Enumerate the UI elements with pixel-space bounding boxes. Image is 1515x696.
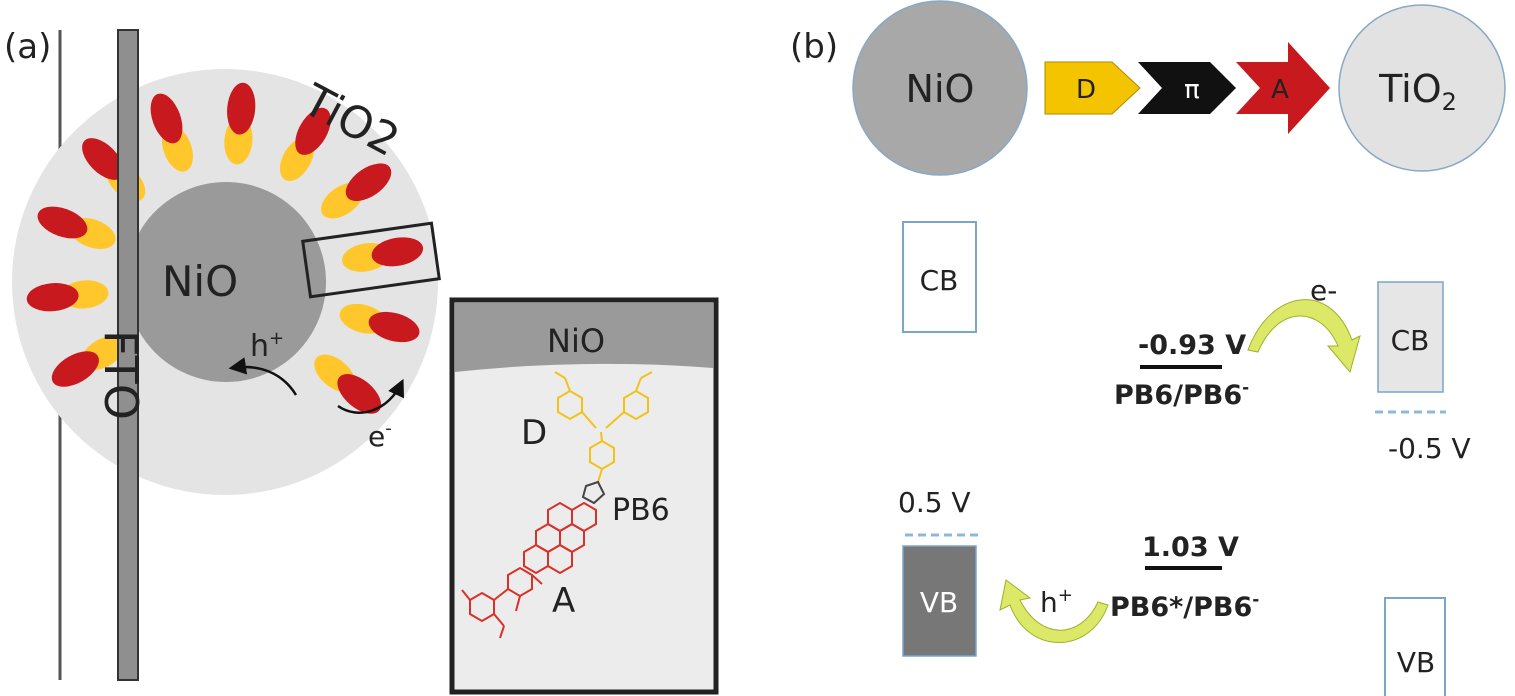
dye-acceptor-part — [227, 82, 256, 135]
hole-label: h+ — [250, 328, 284, 364]
nio-vb-box — [902, 545, 977, 657]
dye-molecule — [321, 163, 392, 219]
fto-label: FTO — [94, 330, 148, 420]
pi-arrow-label: π — [1184, 75, 1200, 105]
hole-transfer-label: h+ — [1040, 585, 1073, 619]
dye-molecule — [26, 280, 109, 312]
inset-nio-label: NiO — [547, 322, 605, 360]
panel-a: (a) FTO NiO TiO2 h+ e- NiO — [4, 27, 719, 695]
donor-arrow-label: D — [1076, 75, 1096, 105]
inset: NiO D PB6 — [449, 297, 719, 695]
dye-acceptor-part — [26, 283, 79, 312]
tio2-cb-label: CB — [1391, 324, 1430, 357]
dye-molecule — [339, 303, 420, 343]
ground-potential: -0.93 V — [1138, 330, 1246, 361]
dye-acceptor-part — [51, 351, 99, 387]
hole-transfer-arrow — [999, 579, 1109, 643]
nio-cb-label: CB — [920, 264, 959, 297]
pi-arrow — [1138, 62, 1236, 114]
dye-acceptor-part — [82, 138, 124, 180]
nio-sphere-label: NiO — [906, 67, 975, 111]
dye-molecule — [37, 206, 116, 249]
dye-acceptor-part — [37, 206, 88, 239]
dye-acceptor-part — [150, 93, 183, 144]
donor-structure — [554, 371, 653, 483]
dye-molecule — [224, 82, 256, 165]
donor-label: D — [521, 413, 547, 453]
inset-nio-band — [455, 303, 713, 372]
tio2-sphere — [1338, 4, 1506, 172]
highlight-box — [301, 221, 441, 299]
panel-a-label: (a) — [4, 27, 51, 67]
dye-acceptor-part — [295, 107, 331, 155]
panel-b: (b) NiO TiO2 D π A CB 0.5 V VB -0.93 V P… — [790, 0, 1506, 696]
tio2-vb-box — [1384, 597, 1446, 696]
tio2-sphere-label: TiO2 — [1378, 67, 1457, 116]
acceptor-arrow — [1236, 42, 1330, 134]
excited-couple: PB6*/PB6- — [1110, 590, 1259, 623]
ground-couple: PB6/PB6- — [1114, 378, 1249, 411]
nio-vb-label: VB — [920, 586, 958, 619]
panel-b-label: (b) — [790, 27, 838, 67]
dye-acceptor-part — [368, 311, 420, 343]
nio-cb-box — [902, 221, 977, 333]
dye-acceptor-part — [371, 237, 424, 267]
linker-structure — [581, 480, 606, 505]
electron-transfer-arrow — [1247, 299, 1361, 374]
nio-core — [126, 182, 326, 382]
tio2-vb-label: VB — [1397, 646, 1435, 679]
electron-transfer-label: e- — [1310, 274, 1337, 307]
dye-molecule — [314, 354, 382, 414]
nio-core-label: NiO — [162, 257, 238, 306]
excited-potential: 1.03 V — [1142, 532, 1239, 563]
fto-bar — [117, 29, 139, 681]
acceptor-structure — [461, 501, 597, 639]
electron-label: e- — [368, 418, 392, 453]
dye-molecule — [279, 107, 331, 181]
dye-molecules — [26, 82, 424, 414]
tio2-cb-box — [1377, 281, 1444, 393]
tio2-cb-level: -0.5 V — [1388, 432, 1471, 465]
dye-label: PB6 — [612, 493, 670, 528]
electron-arrow — [337, 378, 404, 414]
nio-vb-level: 0.5 V — [898, 486, 971, 519]
dye-molecule — [342, 237, 424, 272]
acceptor-label: A — [552, 581, 575, 621]
dye-molecule — [51, 335, 125, 387]
donor-arrow — [1044, 61, 1141, 115]
acceptor-arrow-label: A — [1271, 75, 1289, 105]
dye-acceptor-part — [337, 374, 382, 414]
nio-sphere — [852, 0, 1028, 176]
hole-arrow — [228, 357, 298, 396]
dye-molecule — [150, 93, 193, 172]
dye-acceptor-part — [345, 163, 392, 202]
